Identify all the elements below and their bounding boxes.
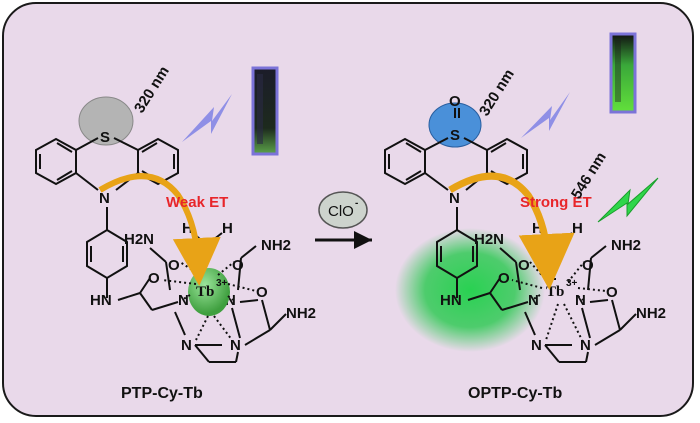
sulfur-atom-right: S bbox=[450, 127, 460, 144]
amide-o-right-r: O bbox=[606, 284, 618, 301]
carbonyl-o-right: O bbox=[232, 257, 244, 274]
carbonyl-o-right-r: O bbox=[582, 257, 594, 274]
vial-icon-left bbox=[251, 66, 279, 156]
hn-label: HN bbox=[90, 292, 112, 309]
nh2-right-label: NH2 bbox=[286, 305, 316, 322]
ring-n-2: N bbox=[181, 337, 192, 354]
water-h1: H bbox=[182, 220, 193, 237]
emission-lightning-icon bbox=[597, 177, 659, 223]
right-molecule: O S N HN O N N N N bbox=[384, 32, 666, 402]
strong-et-label: Strong ET bbox=[520, 194, 592, 211]
nitrogen-atom-right: N bbox=[449, 190, 460, 207]
reagent-charge: - bbox=[355, 198, 358, 209]
tb-charge: 3+ bbox=[216, 278, 228, 289]
reaction-arrow: ClO - bbox=[315, 191, 372, 249]
water-h2-right: H bbox=[572, 220, 583, 237]
nh2-right-label-r: NH2 bbox=[636, 305, 666, 322]
excitation-label-right: 320 nm bbox=[476, 66, 518, 119]
nitrogen-atom: N bbox=[99, 190, 110, 207]
ring-n-4: N bbox=[225, 292, 236, 309]
water-h1-right: H bbox=[532, 220, 543, 237]
h2n-left-label-r: H2N bbox=[474, 231, 504, 248]
nh2-top-label-r: NH2 bbox=[611, 237, 641, 254]
ring-n-1: N bbox=[178, 292, 189, 309]
right-compound-name: OPTP-Cy-Tb bbox=[468, 385, 562, 402]
clo-badge bbox=[318, 191, 368, 229]
ring-n-3: N bbox=[230, 337, 241, 354]
left-molecule: S N HN O N N N N NH2 O Tb 3+ bbox=[35, 63, 316, 402]
excitation-label-left: 320 nm bbox=[131, 63, 173, 116]
tb-emission-glow bbox=[395, 228, 545, 352]
ring-n-3-r: N bbox=[580, 337, 591, 354]
lightning-icon-left bbox=[182, 94, 232, 142]
sulfur-atom: S bbox=[100, 129, 110, 146]
nh2-top-label: NH2 bbox=[261, 237, 291, 254]
tb-symbol-right: Tb bbox=[546, 284, 564, 300]
amide-o-left-r: O bbox=[498, 270, 510, 287]
water-h2: H bbox=[222, 220, 233, 237]
sulfur-highlight bbox=[78, 96, 134, 146]
vial-icon-right bbox=[609, 32, 637, 114]
amide-o-right: O bbox=[256, 284, 268, 301]
ring-n-4-r: N bbox=[575, 292, 586, 309]
reagent-label: ClO bbox=[328, 203, 354, 220]
left-compound-name: PTP-Cy-Tb bbox=[121, 385, 203, 402]
ring-n-1-r: N bbox=[528, 292, 539, 309]
h2n-left-label: H2N bbox=[124, 231, 154, 248]
sulfoxide-highlight bbox=[428, 102, 482, 148]
amide-o-left: O bbox=[148, 270, 160, 287]
tb-symbol: Tb bbox=[196, 284, 214, 300]
ring-n-2-r: N bbox=[531, 337, 542, 354]
carbonyl-o-left: O bbox=[168, 257, 180, 274]
lightning-icon-right bbox=[521, 92, 570, 138]
carbonyl-o-left-r: O bbox=[518, 257, 530, 274]
tb-charge-right: 3+ bbox=[566, 278, 578, 289]
hn-label-right: HN bbox=[440, 292, 462, 309]
weak-et-label: Weak ET bbox=[166, 194, 228, 211]
weak-et-arrow bbox=[98, 173, 221, 286]
strong-et-arrow bbox=[448, 172, 575, 290]
sulfoxide-o: O bbox=[449, 93, 461, 110]
